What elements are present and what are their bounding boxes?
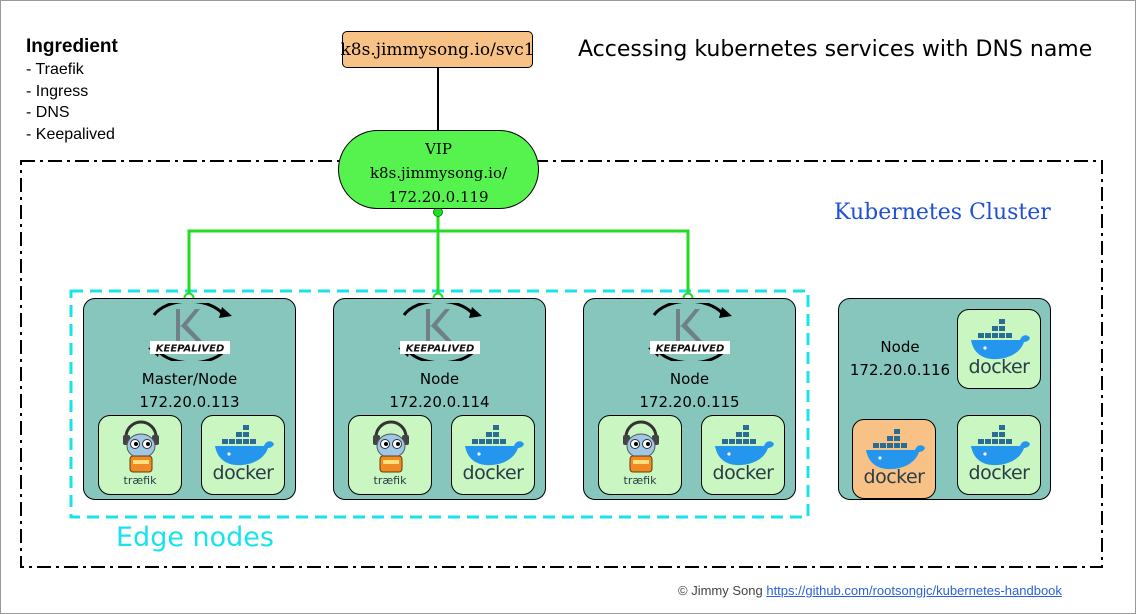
vip-hostname: k8s.jimmysong.io/ <box>369 164 508 182</box>
ingredient-item: - Keepalived <box>26 125 115 143</box>
worker-node: Node 172.20.0.116 docker docker <box>838 298 1051 500</box>
handbook-link[interactable]: https://github.com/rootsongjc/kubernetes… <box>766 583 1062 598</box>
ingredient-item: - Traefik <box>26 61 84 78</box>
node-ip: 172.20.0.114 <box>389 393 490 411</box>
docker-wordmark: docker <box>968 462 1030 484</box>
keepalived-logo-icon: KEEPALIVED <box>398 303 482 361</box>
docker-tile: docker <box>201 415 285 495</box>
cluster-boundary <box>20 160 1103 568</box>
keepalived-logo-icon: KEEPALIVED <box>148 303 232 361</box>
node-ip: 172.20.0.115 <box>639 393 740 411</box>
node-name: Master/Node <box>141 370 238 388</box>
keepalived-logo-text: KEEPALIVED <box>656 344 725 355</box>
keepalived-logo-text: KEEPALIVED <box>156 344 225 355</box>
docker-wordmark: docker <box>712 462 774 484</box>
vip-ellipse: VIP k8s.jimmysong.io/ 172.20.0.119 <box>338 130 539 209</box>
traefik-tile: træfik <box>98 415 182 495</box>
traefik-tile: træfik <box>348 415 432 495</box>
docker-tile: docker <box>957 309 1041 389</box>
diagram-headline: Accessing kubernetes services with DNS n… <box>578 37 1093 62</box>
docker-tile: docker <box>451 415 535 495</box>
traefik-gopher-icon <box>123 420 159 473</box>
docker-wordmark: docker <box>968 356 1030 378</box>
docker-wordmark: docker <box>212 462 274 484</box>
node-name: Node <box>669 370 710 388</box>
docker-tile: docker <box>957 415 1041 495</box>
ingredient-title: Ingredient <box>26 36 118 57</box>
docker-wordmark: docker <box>462 462 524 484</box>
edge-nodes-label: Edge nodes <box>116 522 274 553</box>
traefik-wordmark: træfik <box>373 474 407 487</box>
node-name: Node <box>419 370 460 388</box>
traefik-tile: træfik <box>598 415 682 495</box>
docker-tile: docker <box>701 415 785 495</box>
node-ip: 172.20.0.116 <box>849 361 951 379</box>
vip-label: VIP <box>425 140 452 158</box>
docker-whale-icon <box>971 319 1030 360</box>
footer-credit: © Jimmy Song https://github.com/rootsong… <box>678 583 1062 598</box>
service-url-box: k8s.jimmysong.io/svc1 <box>340 31 535 68</box>
traefik-gopher-icon <box>373 420 409 473</box>
node-ip: 172.20.0.113 <box>139 393 240 411</box>
docker-whale-icon <box>866 429 925 470</box>
docker-whale-icon <box>971 425 1030 466</box>
docker-whale-icon <box>215 425 274 466</box>
docker-whale-icon <box>465 425 524 466</box>
traefik-wordmark: træfik <box>123 474 157 487</box>
copyright-text: © Jimmy Song <box>678 583 763 598</box>
node-name: Node <box>880 338 920 356</box>
vip-link-branches <box>187 229 690 298</box>
vip-address: 172.20.0.119 <box>388 188 489 206</box>
keepalived-logo-icon: KEEPALIVED <box>648 303 732 361</box>
edge-node-1: KEEPALIVED Master/Node 172.20.0.113 træf… <box>83 298 296 500</box>
edge-node-2: KEEPALIVED Node 172.20.0.114 træfik <box>333 298 546 500</box>
traefik-wordmark: træfik <box>623 474 657 487</box>
keepalived-logo-text: KEEPALIVED <box>406 344 475 355</box>
edge-node-3: KEEPALIVED Node 172.20.0.115 træfik <box>583 298 796 500</box>
docker-wordmark: docker <box>863 466 925 488</box>
traefik-gopher-icon <box>623 420 659 473</box>
vip-links <box>187 212 690 298</box>
docker-whale-icon <box>715 425 774 466</box>
ingredient-list: Ingredient - Traefik - Ingress - DNS - K… <box>26 36 118 145</box>
ingredient-item: - Ingress <box>26 82 89 100</box>
ingredient-item: - DNS <box>26 104 70 121</box>
docker-tile-highlighted: docker <box>852 419 936 499</box>
cluster-label: Kubernetes Cluster <box>834 200 1051 225</box>
